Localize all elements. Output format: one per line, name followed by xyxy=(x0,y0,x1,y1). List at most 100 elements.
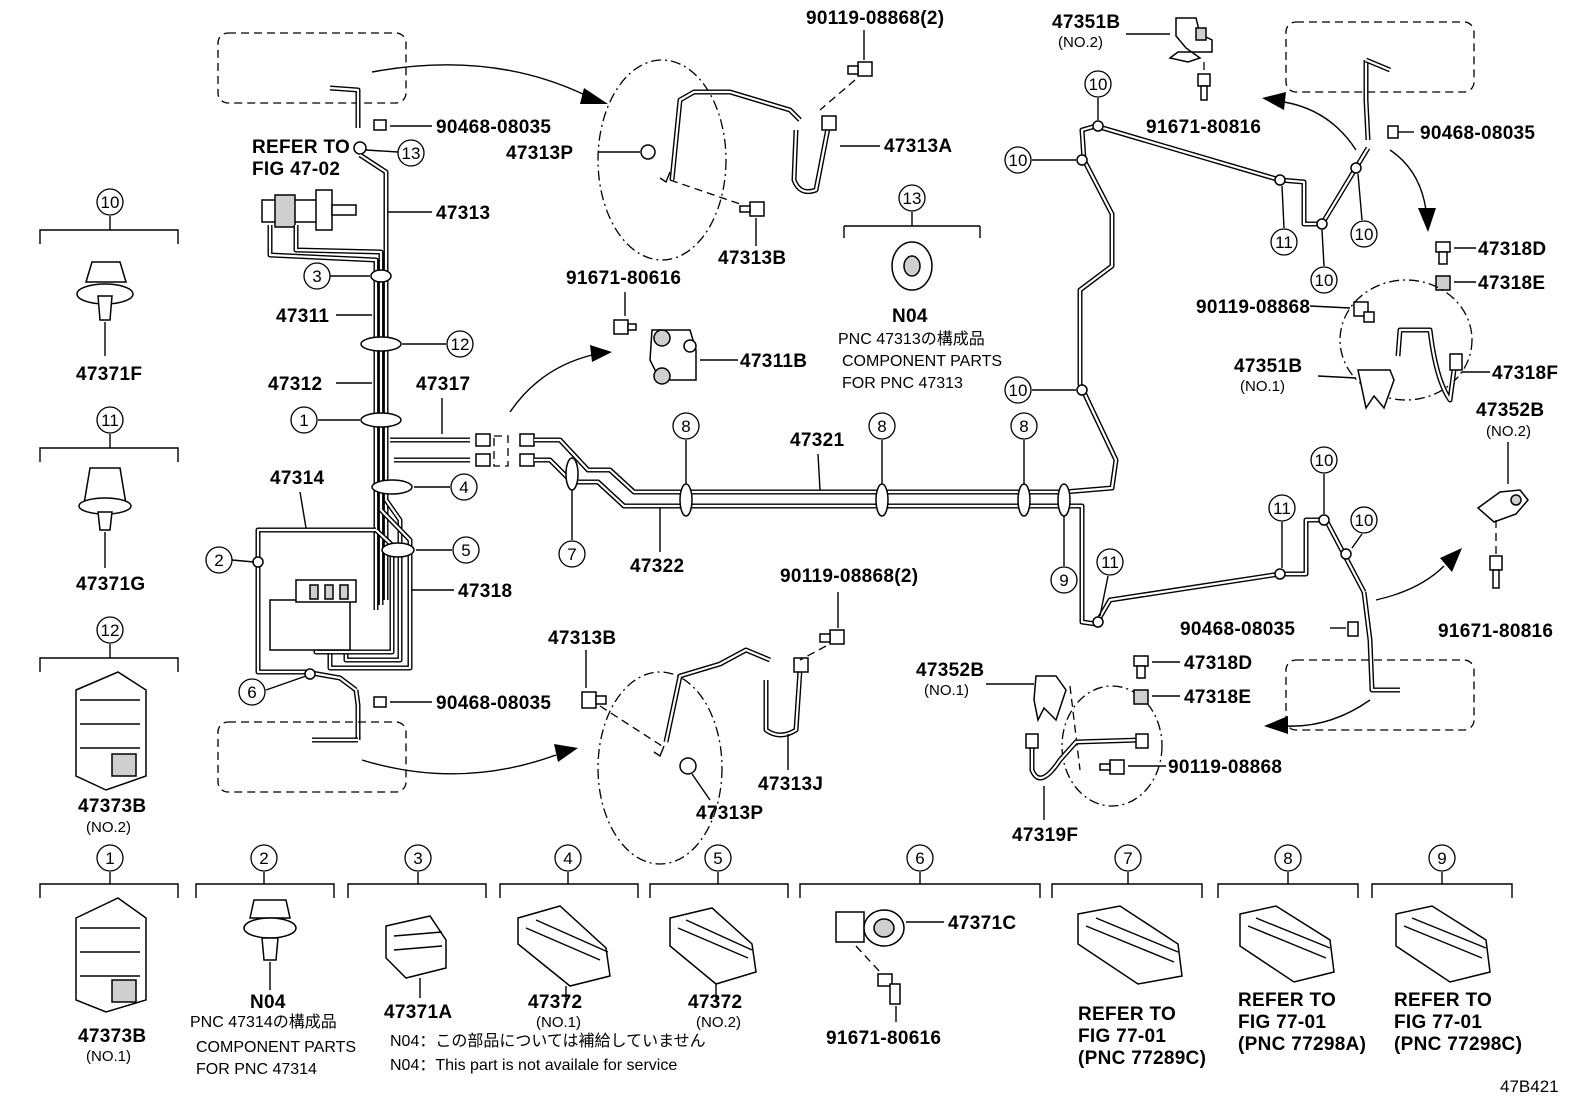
label-91671-80616-mid: 91671-80616 xyxy=(566,268,681,289)
hose-47319F xyxy=(1025,733,1149,781)
clamp-47372-no1 xyxy=(517,905,611,987)
svg-text:9: 9 xyxy=(1437,849,1446,868)
callout-4: 4 xyxy=(450,473,478,501)
label-47352B-no2-sub: (NO.2) xyxy=(1486,423,1531,440)
label-47373B-no1: 47373B xyxy=(78,1026,146,1047)
label-90119-top: 90119-08868(2) xyxy=(806,8,944,29)
bolt-91671-80816-top xyxy=(1197,73,1211,101)
detail-circle-bottom xyxy=(597,671,723,865)
note-n04-mid-1: PNC 47313の構成品 xyxy=(838,330,985,348)
svg-text:8: 8 xyxy=(1019,417,1028,436)
b9-line2: FIG 77-01 xyxy=(1394,1012,1482,1033)
callout-11-r2: 11 xyxy=(1268,494,1296,522)
label-90119-right: 90119-08868 xyxy=(1196,297,1310,318)
callout-5-legend: 5 xyxy=(704,844,732,872)
grommet-n04-mid xyxy=(891,241,933,291)
clip-90468-top-right xyxy=(1387,125,1399,139)
callout-11-r3: 11 xyxy=(1096,548,1124,576)
bolt-90119-bottom-right xyxy=(1099,759,1125,775)
detail-circle-top xyxy=(597,59,727,261)
label-91671-80616-legend: 91671-80616 xyxy=(826,1028,941,1049)
label-47372-no1: 47372 xyxy=(528,992,582,1013)
svg-text:10: 10 xyxy=(1315,451,1334,470)
svg-text:9: 9 xyxy=(1059,571,1068,590)
b9-line3: (PNC 77298C) xyxy=(1394,1034,1522,1055)
legend-bottom-7: 7 REFER TO FIG 77-01 (PNC 77289C) xyxy=(1051,844,1206,1069)
label-47372-no1-sub: (NO.1) xyxy=(536,1014,581,1031)
svg-text:7: 7 xyxy=(1123,849,1132,868)
svg-text:11: 11 xyxy=(1275,233,1293,252)
footnote-jp: N04：この部品については補給していません xyxy=(390,1032,706,1050)
label-47351B-no2: 47351B xyxy=(1052,12,1120,33)
clip-90468-bottom-left xyxy=(373,696,387,708)
note-n04-bottom-1: PNC 47314の構成品 xyxy=(190,1013,337,1031)
callout-11-r1: 11 xyxy=(1270,228,1298,256)
svg-text:13: 13 xyxy=(903,189,922,208)
label-47318: 47318 xyxy=(458,581,512,602)
svg-text:10: 10 xyxy=(1355,511,1374,530)
callout-10-r1: 10 xyxy=(1084,70,1112,98)
callout-10-r4: 10 xyxy=(1310,266,1338,294)
clamp-5 xyxy=(381,542,415,558)
callout-11-legend: 11 xyxy=(96,406,124,434)
label-90468-top-right: 90468-08035 xyxy=(1420,123,1535,144)
abs-actuator xyxy=(269,579,357,651)
callout-10-r5: 10 xyxy=(1350,220,1378,248)
svg-text:6: 6 xyxy=(247,683,256,702)
label-47314: 47314 xyxy=(270,468,324,489)
label-47313B-top: 47313B xyxy=(718,248,786,269)
note-n04-bottom-2: COMPONENT PARTS xyxy=(196,1039,356,1056)
bracket-47352B-no2 xyxy=(1476,489,1529,523)
arrow-to-bottom-right-detail xyxy=(1285,699,1371,727)
callout-3-legend: 3 xyxy=(404,844,432,872)
b8-line3: (PNC 77298A) xyxy=(1238,1034,1366,1055)
clamp-47372-no2 xyxy=(669,907,757,985)
label-47319F: 47319F xyxy=(1012,825,1078,846)
clip-90468-top-left xyxy=(373,119,387,131)
bolt-90119-bottom xyxy=(819,629,845,645)
label-n04-bottom: N04 xyxy=(250,992,286,1013)
label-47311B: 47311B xyxy=(740,351,807,372)
label-47373B-no1-sub: (NO.1) xyxy=(86,1048,131,1065)
arrow-to-bottom-detail xyxy=(361,754,557,775)
callout-8-b: 8 xyxy=(868,412,896,440)
b8-line1: REFER TO xyxy=(1238,990,1336,1011)
legend-bottom-8: 8 REFER TO FIG 77-01 (PNC 77298A) xyxy=(1217,844,1366,1055)
b9-line1: REFER TO xyxy=(1394,990,1492,1011)
label-47313A: 47313A xyxy=(884,136,952,157)
arrow-to-47352B-no2 xyxy=(1375,565,1445,601)
label-90468-bottom-left: 90468-08035 xyxy=(436,693,551,714)
svg-text:11: 11 xyxy=(101,411,119,430)
callout-8-legend: 8 xyxy=(1274,844,1302,872)
label-90119-bottom: 90119-08868(2) xyxy=(780,566,918,587)
refer-fig-4702-line2: FIG 47-02 xyxy=(252,159,340,180)
clamp-47373B-no2 xyxy=(75,671,147,791)
three-way-junction xyxy=(475,433,535,467)
bolt-91671-80616-legend xyxy=(877,973,901,1005)
bracket-47311B xyxy=(649,329,697,385)
clamp-77298C xyxy=(1395,905,1491,983)
callout-6-legend: 6 xyxy=(906,844,934,872)
label-47313: 47313 xyxy=(436,203,490,224)
label-90468-bottom-right: 90468-08035 xyxy=(1180,619,1295,640)
label-47313P-bottom: 47313P xyxy=(696,803,763,824)
svg-text:10: 10 xyxy=(1009,381,1028,400)
callout-9-legend: 9 xyxy=(1428,844,1456,872)
legend-bottom-2: 2 N04 PNC 47314の構成品 COMPONENT PARTS FOR … xyxy=(190,844,356,1078)
svg-text:11: 11 xyxy=(1273,499,1291,518)
legend-bottom-3: 3 47371A xyxy=(347,844,487,1023)
bracket-47351B-no2 xyxy=(1168,17,1213,63)
label-47313P-top: 47313P xyxy=(506,143,573,164)
callout-10-r2: 10 xyxy=(1004,146,1032,174)
arrow-to-top-detail xyxy=(371,64,586,96)
callout-13-mid: 13 xyxy=(898,184,926,212)
legend-bottom-1: 1 47373B (NO.1) xyxy=(39,844,179,1065)
callout-7-legend: 7 xyxy=(1114,844,1142,872)
svg-text:8: 8 xyxy=(681,417,690,436)
arrow-to-47351B-no2 xyxy=(1283,101,1357,151)
label-47371G: 47371G xyxy=(76,574,145,595)
callout-3: 3 xyxy=(303,262,331,290)
svg-text:10: 10 xyxy=(1009,151,1028,170)
callout-10-r3: 10 xyxy=(1004,376,1032,404)
wheel-area-box-top-right xyxy=(1285,21,1475,93)
